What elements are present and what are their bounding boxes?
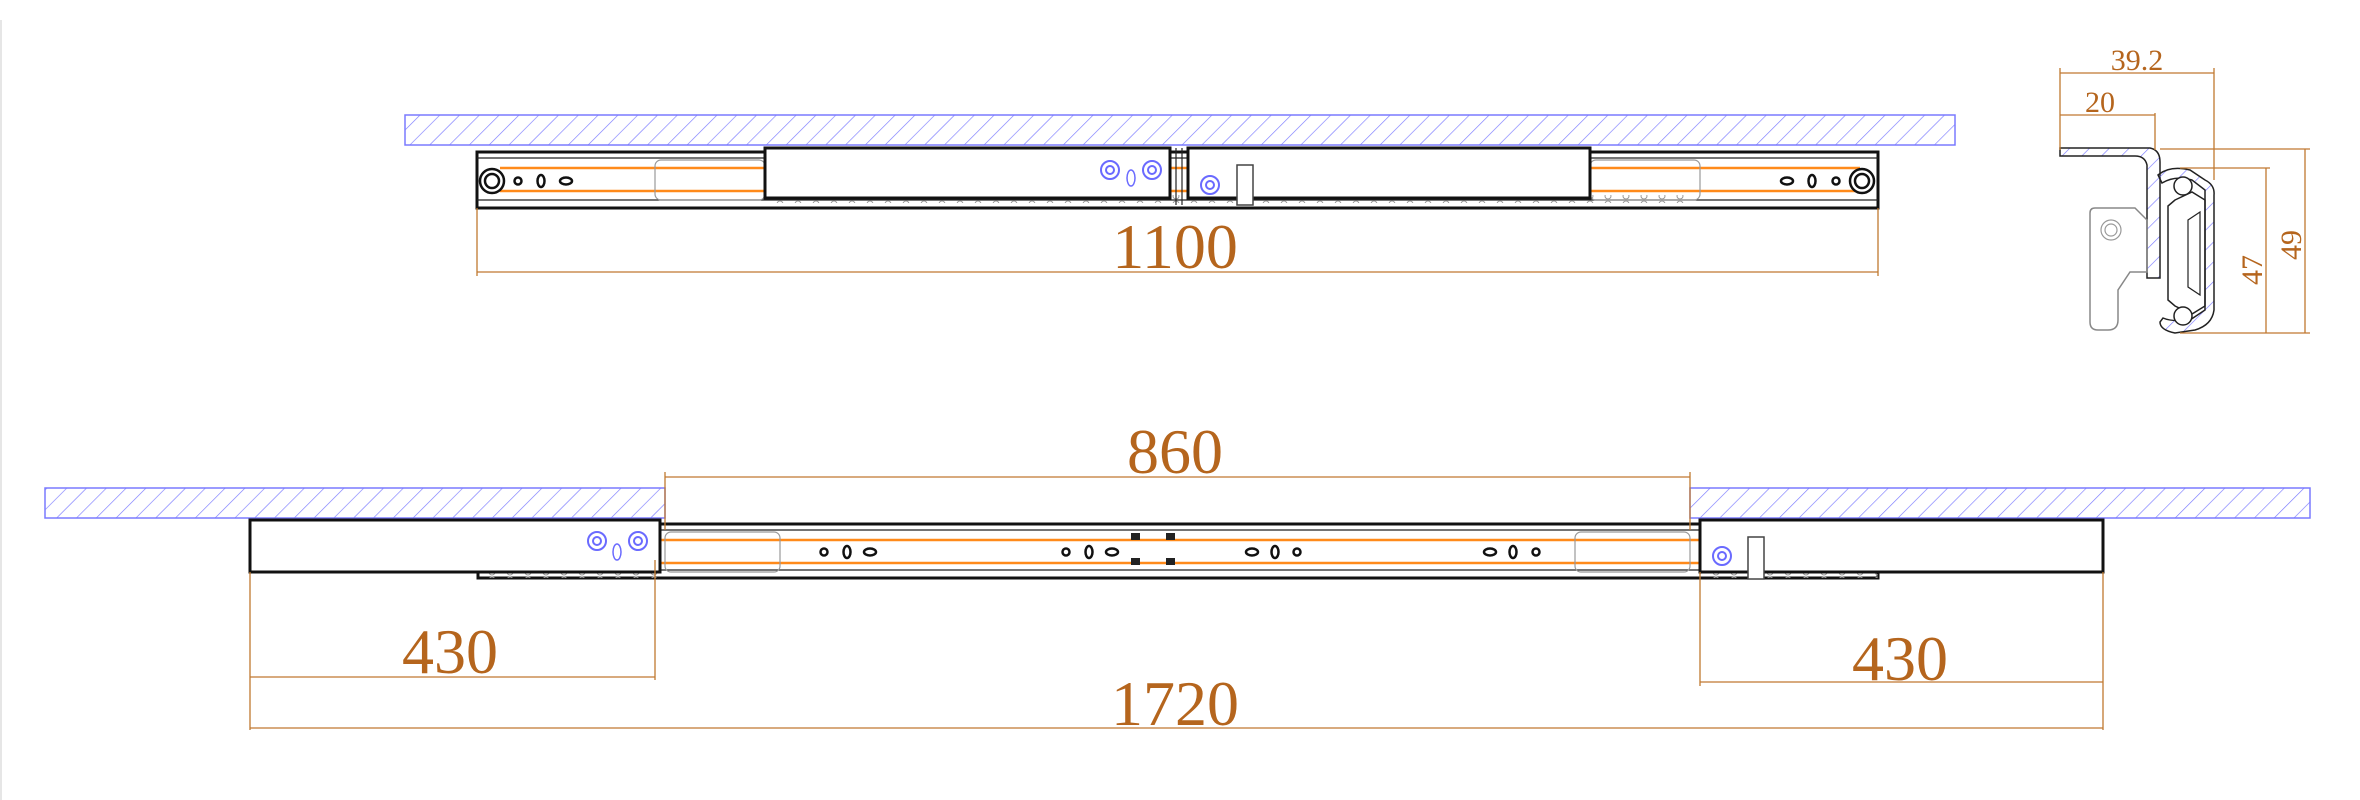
dimension-label-1100: 1100 <box>1112 211 1238 282</box>
ball-bearing-top <box>2173 176 2193 196</box>
inner-member-right <box>1186 146 1592 200</box>
mounting-holes-right <box>1779 167 1876 195</box>
dimension-label-1720: 1720 <box>1111 668 1239 739</box>
ball-bearing-bottom <box>2173 306 2193 326</box>
disconnect-tab <box>1236 164 1254 206</box>
top-view: 1100 <box>404 114 1956 282</box>
mounting-surface-right <box>1689 487 2311 519</box>
mounting-holes-center <box>819 533 1541 565</box>
cross-section: 39.2 20 47 49 <box>2059 44 2310 334</box>
drawer-member-left <box>248 518 662 574</box>
dimension-20: 20 <box>2060 86 2156 150</box>
bracket-tab <box>2089 207 2148 331</box>
outer-rail-profile <box>2157 167 2215 334</box>
dimension-47: 47 <box>2180 167 2270 334</box>
dimension-1100: 1100 <box>476 208 1879 282</box>
mounting-holes-left <box>478 167 574 195</box>
dimension-label-47: 47 <box>2236 255 2269 285</box>
mounting-surface-left <box>44 487 666 519</box>
dimension-label-430-right: 430 <box>1852 623 1948 694</box>
mounting-surface-hatch <box>404 114 1956 146</box>
release-lever-bolts <box>1100 160 1220 195</box>
ball-retainer-right <box>1574 531 1691 573</box>
dimension-label-20: 20 <box>2085 86 2115 119</box>
dimension-430-right: 430 <box>1699 572 2104 730</box>
bottom-view: 860 430 430 1720 <box>44 416 2311 739</box>
drawer-member-right <box>1698 518 2105 574</box>
dimension-1720: 1720 <box>250 668 2103 739</box>
dimension-label-430-left: 430 <box>402 616 498 687</box>
dimension-label-860: 860 <box>1127 416 1223 487</box>
mounting-bracket <box>2059 147 2161 279</box>
outer-rail-extended <box>476 522 1880 580</box>
dimension-label-49: 49 <box>2275 230 2308 260</box>
disconnect-tab <box>1747 536 1765 580</box>
dimension-860: 860 <box>664 416 1691 530</box>
ball-retainer-left <box>664 531 781 573</box>
dimension-39-2: 39.2 <box>2059 44 2215 180</box>
dimension-430-left: 430 <box>249 560 656 730</box>
dimension-label-39-2: 39.2 <box>2111 44 2164 77</box>
dimension-49: 49 <box>2160 148 2310 334</box>
